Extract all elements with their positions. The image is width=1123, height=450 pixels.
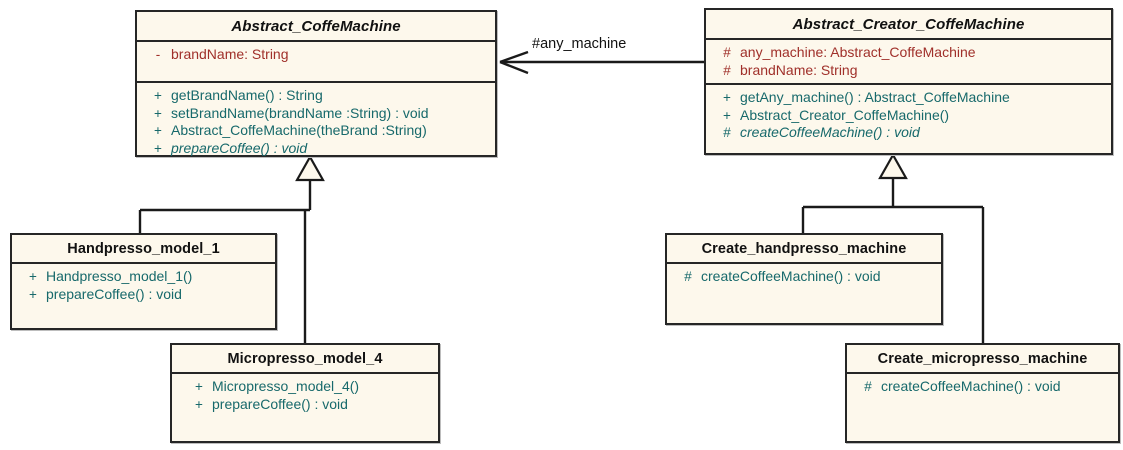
method-row: + prepareCoffee() : void <box>20 286 275 304</box>
visibility-marker: - <box>155 47 161 62</box>
method-label: getAny_machine() : Abstract_CoffeMachine <box>740 89 1010 105</box>
association-label-any-machine: #any_machine <box>532 36 627 52</box>
class-name-create-micropresso-machine: Create_micropresso_machine <box>877 351 1088 367</box>
class-box-create-micropresso-machine[interactable]: Create_micropresso_machine # createCoffe… <box>845 343 1120 443</box>
method-label: prepareCoffee() : void <box>171 139 308 156</box>
visibility-marker: # <box>864 379 872 394</box>
class-name-create-handpresso-machine: Create_handpresso_machine <box>701 241 907 257</box>
method-label: getBrandName() : String <box>171 87 323 103</box>
method-label: Abstract_Creator_CoffeMachine() <box>740 106 950 123</box>
methods-compartment: # createCoffeeMachine() : void <box>847 374 1118 400</box>
visibility-marker: + <box>29 269 37 284</box>
method-row: + Abstract_CoffeMachine(theBrand :String… <box>145 122 495 140</box>
methods-compartment: # createCoffeeMachine() : void <box>667 264 941 290</box>
methods-compartment: + getBrandName() : String + setBrandName… <box>137 83 495 161</box>
attribute-label: brandName: String <box>740 61 858 78</box>
method-label: createCoffeeMachine() : void <box>740 124 920 140</box>
method-row: + getAny_machine() : Abstract_CoffeMachi… <box>714 89 1111 107</box>
compartment-divider <box>12 262 275 264</box>
class-name-abstract-creator-coffemachine: Abstract_Creator_CoffeMachine <box>792 16 1025 33</box>
method-label: createCoffeeMachine() : void <box>881 378 1061 394</box>
attribute-row: # any_machine: Abstract_CoffeMachine <box>714 44 1111 62</box>
compartment-divider <box>137 81 495 83</box>
attribute-label: any_machine: Abstract_CoffeMachine <box>740 44 976 60</box>
method-label: prepareCoffee() : void <box>46 285 182 302</box>
visibility-marker: + <box>154 88 162 103</box>
class-box-abstract-creator-coffemachine[interactable]: Abstract_Creator_CoffeMachine # any_mach… <box>704 8 1113 155</box>
association-arrowhead <box>499 50 529 75</box>
visibility-marker: # <box>723 45 731 60</box>
methods-compartment: + Micropresso_model_4() + prepareCoffee(… <box>172 374 438 417</box>
class-name-abstract-coffemachine: Abstract_CoffeMachine <box>231 18 401 35</box>
attribute-label: brandName: String <box>171 46 289 62</box>
class-box-micropresso-model-4[interactable]: Micropresso_model_4 + Micropresso_model_… <box>170 343 440 443</box>
class-box-handpresso-model-1[interactable]: Handpresso_model_1 + Handpresso_model_1(… <box>10 233 277 330</box>
attributes-compartment: - brandName: String <box>137 42 495 81</box>
methods-compartment: + Handpresso_model_1() + prepareCoffee()… <box>12 264 275 307</box>
method-label: prepareCoffee() : void <box>212 395 348 412</box>
methods-compartment: + getAny_machine() : Abstract_CoffeMachi… <box>706 85 1111 146</box>
method-row: # createCoffeeMachine() : void <box>675 268 941 286</box>
visibility-marker: # <box>684 269 692 284</box>
visibility-marker: + <box>29 286 37 302</box>
method-row-abstract: + prepareCoffee() : void <box>145 140 495 158</box>
compartment-divider <box>137 40 495 42</box>
visibility-marker: + <box>195 379 203 394</box>
visibility-marker: + <box>154 105 162 121</box>
visibility-marker: + <box>154 123 162 138</box>
method-label: Handpresso_model_1() <box>46 268 193 284</box>
class-box-abstract-coffemachine[interactable]: Abstract_CoffeMachine - brandName: Strin… <box>135 10 497 157</box>
attribute-row: # brandName: String <box>714 62 1111 80</box>
compartment-divider <box>667 262 941 264</box>
method-row: + getBrandName() : String <box>145 87 495 105</box>
attribute-row: - brandName: String <box>145 46 495 64</box>
visibility-marker: + <box>195 396 203 412</box>
compartment-divider <box>847 372 1118 374</box>
method-row: # createCoffeeMachine() : void <box>855 378 1118 396</box>
inheritance-triangle-right <box>878 152 908 180</box>
method-label: Micropresso_model_4() <box>212 378 360 394</box>
method-label: setBrandName(brandName :String) : void <box>171 104 429 121</box>
method-row: + prepareCoffee() : void <box>186 396 438 414</box>
method-row: + setBrandName(brandName :String) : void <box>145 105 495 123</box>
method-row-abstract: # createCoffeeMachine() : void <box>714 124 1111 142</box>
visibility-marker: # <box>723 125 731 140</box>
class-box-create-handpresso-machine[interactable]: Create_handpresso_machine # createCoffee… <box>665 233 943 325</box>
visibility-marker: + <box>723 107 731 123</box>
attributes-compartment: # any_machine: Abstract_CoffeMachine # b… <box>706 40 1111 83</box>
visibility-marker: + <box>154 140 162 156</box>
method-row: + Abstract_Creator_CoffeMachine() <box>714 107 1111 125</box>
visibility-marker: + <box>723 90 731 105</box>
class-name-handpresso-model-1: Handpresso_model_1 <box>67 241 220 257</box>
class-name-micropresso-model-4: Micropresso_model_4 <box>227 351 383 367</box>
method-label: createCoffeeMachine() : void <box>701 268 881 284</box>
visibility-marker: # <box>723 62 731 78</box>
method-row: + Handpresso_model_1() <box>20 268 275 286</box>
compartment-divider <box>706 38 1111 40</box>
compartment-divider <box>706 83 1111 85</box>
method-label: Abstract_CoffeMachine(theBrand :String) <box>171 122 427 138</box>
compartment-divider <box>172 372 438 374</box>
method-row: + Micropresso_model_4() <box>186 378 438 396</box>
